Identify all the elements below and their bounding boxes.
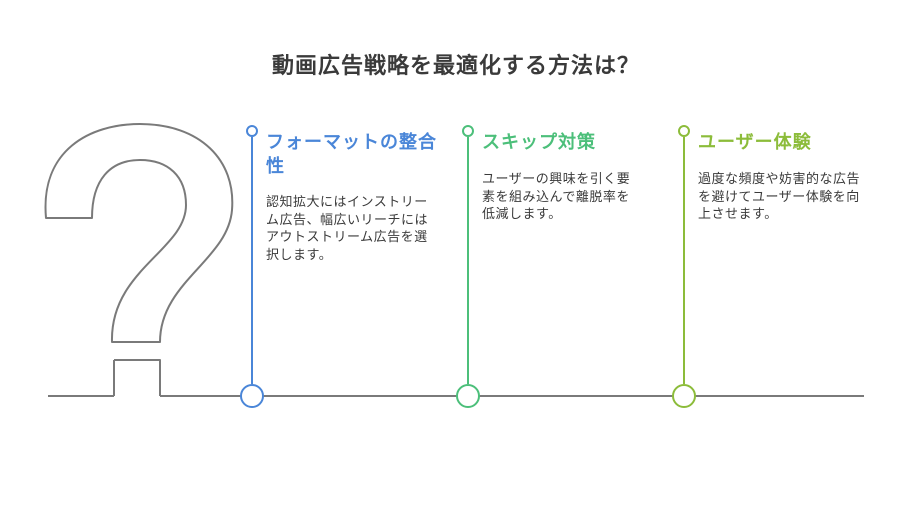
step-2-marker	[456, 384, 480, 408]
step-1-top-dot	[246, 125, 258, 137]
step-3-top-dot	[678, 125, 690, 137]
step-2-top-dot	[462, 125, 474, 137]
step-2-heading: スキップ対策	[482, 132, 596, 153]
step-1-heading: フォーマットの整合性	[266, 132, 437, 177]
step-3-description: 過度な頻度や妨害的な広告を避けてユーザー体験を向上させます。	[698, 172, 861, 222]
step-1-description: 認知拡大にはインストリーム広告、幅広いリーチにはアウトストリーム広告を選択します…	[266, 195, 429, 263]
step-1-marker	[240, 384, 264, 408]
page-title: 動画広告戦略を最適化する方法は？	[271, 54, 640, 79]
question-mark-icon	[44, 123, 234, 396]
step-3-marker	[672, 384, 696, 408]
step-2-description: ユーザーの興味を引く要素を組み込んで離脱率を低減します。	[482, 172, 631, 222]
step-3-heading: ユーザー体験	[698, 132, 812, 153]
